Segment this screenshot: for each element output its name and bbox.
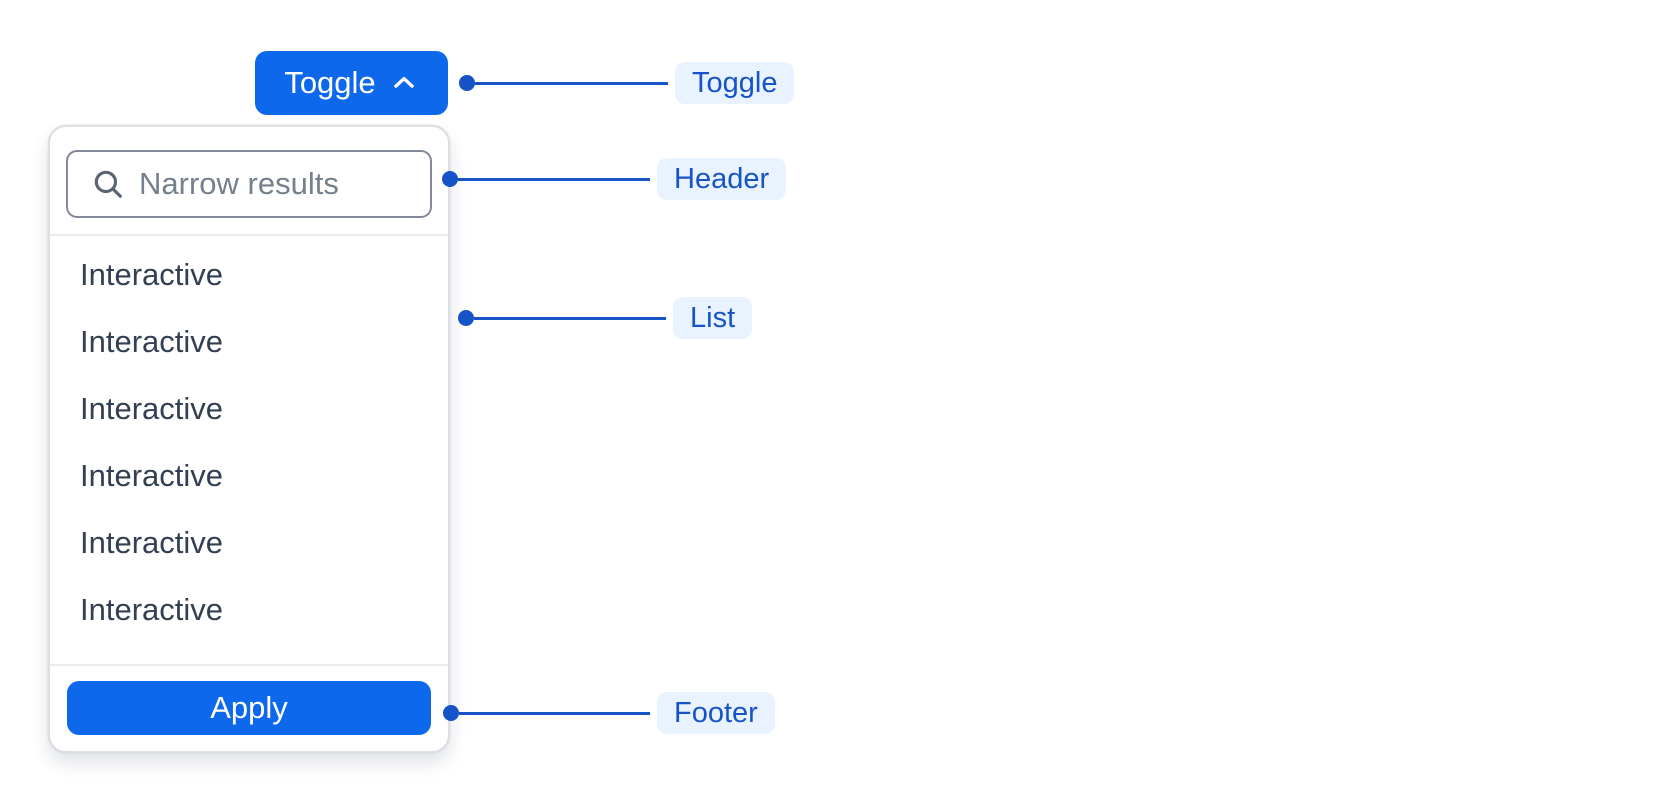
annotation-label-header: Header (657, 158, 787, 200)
annotation-label-toggle: Toggle (675, 62, 795, 104)
annotation-label-list: List (673, 297, 753, 339)
annotation-toggle: Toggle (459, 62, 795, 104)
annotation-header: Header (442, 158, 787, 200)
annotation-list: List (458, 297, 753, 339)
dropdown-footer: Apply (50, 666, 448, 751)
list-item[interactable]: Interactive (80, 457, 224, 493)
list-item[interactable]: Interactive (80, 524, 224, 560)
connector-line (474, 316, 666, 320)
list-item[interactable]: Interactive (80, 256, 224, 292)
chevron-up-icon (389, 68, 419, 98)
dropdown-panel: Interactive Interactive Interactive Inte… (48, 125, 450, 753)
list-item[interactable]: Interactive (80, 323, 224, 359)
dropdown-list: Interactive Interactive Interactive Inte… (50, 236, 448, 664)
connector-dot (443, 705, 459, 721)
annotation-label-footer: Footer (657, 692, 775, 734)
search-box[interactable] (66, 150, 432, 218)
annotation-footer: Footer (443, 692, 775, 734)
footer-divider (50, 664, 448, 666)
connector-line (458, 177, 650, 181)
header-divider (50, 234, 448, 236)
connector-dot (442, 171, 458, 187)
search-input[interactable] (139, 166, 412, 202)
list-item[interactable]: Interactive (80, 591, 224, 627)
toggle-button-label: Toggle (284, 65, 376, 100)
dropdown-header (50, 127, 448, 234)
connector-line (475, 81, 668, 85)
connector-line (459, 711, 650, 715)
connector-dot (459, 75, 475, 91)
toggle-button[interactable]: Toggle (255, 51, 448, 115)
search-icon (90, 166, 139, 202)
connector-dot (458, 310, 474, 326)
list-item[interactable]: Interactive (80, 390, 224, 426)
apply-button[interactable]: Apply (67, 681, 431, 735)
